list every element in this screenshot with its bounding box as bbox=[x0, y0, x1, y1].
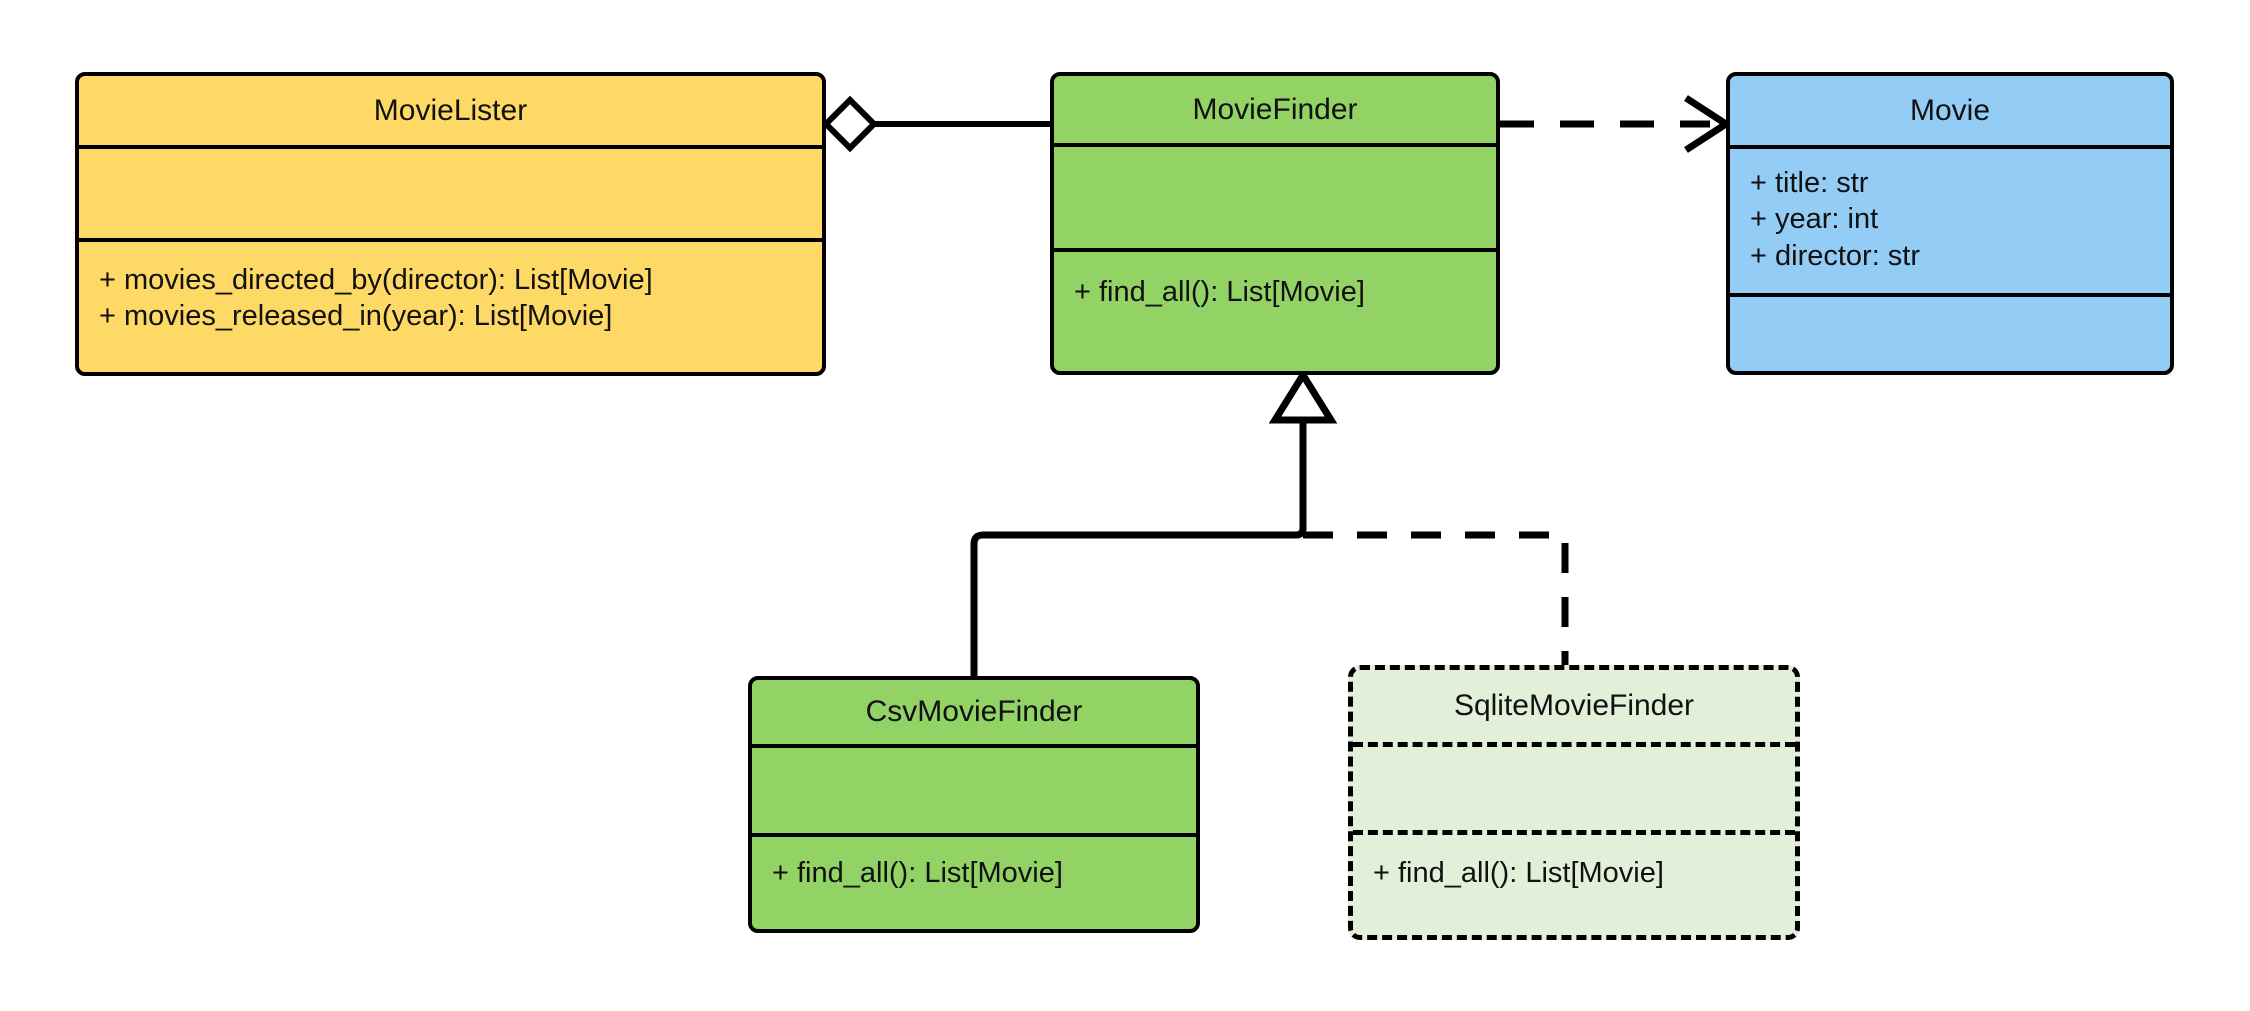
class-box-csvmoviefinder[interactable]: CsvMovieFinder + find_all(): List[Movie] bbox=[748, 676, 1200, 933]
class-attributes-sqlitemoviefinder bbox=[1353, 742, 1795, 830]
class-name-moviefinder: MovieFinder bbox=[1192, 92, 1358, 126]
class-member: + director: str bbox=[1750, 239, 1921, 272]
class-name-movielister: MovieLister bbox=[373, 93, 528, 127]
class-member: + movies_released_in(year): List[Movie] bbox=[99, 300, 613, 333]
class-box-sqlitemoviefinder[interactable]: SqliteMovieFinder + find_all(): List[Mov… bbox=[1348, 665, 1800, 940]
class-name-sqlitemoviefinder: SqliteMovieFinder bbox=[1453, 689, 1695, 722]
csv-branch-line bbox=[970, 523, 1307, 676]
class-member: + find_all(): List[Movie] bbox=[1373, 857, 1664, 889]
class-methods-moviefinder: + find_all(): List[Movie] bbox=[1054, 248, 1496, 371]
class-box-movie[interactable]: Movie + title: str + year: int + directo… bbox=[1726, 72, 2174, 375]
aggregation-edge-movielister-moviefinder bbox=[821, 95, 1050, 153]
generalization-head-moviefinder bbox=[1268, 368, 1338, 530]
class-methods-movie bbox=[1730, 293, 2170, 371]
class-methods-movielister: + movies_directed_by(director): List[Mov… bbox=[79, 238, 822, 372]
generalization-branch-csvmoviefinder bbox=[970, 523, 1307, 676]
class-methods-csvmoviefinder: + find_all(): List[Movie] bbox=[752, 833, 1196, 929]
hollow-diamond-icon bbox=[821, 95, 879, 153]
class-attributes-csvmoviefinder bbox=[752, 744, 1196, 833]
class-attributes-moviefinder bbox=[1054, 143, 1496, 248]
class-member: + title: str bbox=[1750, 167, 1869, 199]
dependency-edge-moviefinder-movie bbox=[1500, 95, 1733, 153]
class-attributes-movie: + title: str + year: int + director: str bbox=[1730, 145, 2170, 293]
class-name-movie: Movie bbox=[1909, 93, 1991, 127]
class-member: + find_all(): List[Movie] bbox=[1074, 276, 1365, 308]
sqlite-branch-line bbox=[1303, 531, 1569, 665]
class-member: + movies_directed_by(director): List[Mov… bbox=[99, 264, 653, 296]
class-member: + year: int bbox=[1750, 203, 1879, 236]
generalization-branch-sqlitemoviefinder bbox=[1303, 531, 1569, 665]
class-attributes-movielister bbox=[79, 145, 822, 238]
class-name-csvmoviefinder: CsvMovieFinder bbox=[865, 695, 1083, 728]
class-methods-sqlitemoviefinder: + find_all(): List[Movie] bbox=[1353, 830, 1795, 935]
class-box-moviefinder[interactable]: MovieFinder + find_all(): List[Movie] bbox=[1050, 72, 1500, 375]
open-arrow-icon bbox=[1684, 95, 1733, 153]
hollow-triangle-icon bbox=[1268, 368, 1338, 424]
class-box-movielister[interactable]: MovieLister + movies_directed_by(directo… bbox=[75, 72, 826, 376]
class-member: + find_all(): List[Movie] bbox=[772, 857, 1063, 889]
